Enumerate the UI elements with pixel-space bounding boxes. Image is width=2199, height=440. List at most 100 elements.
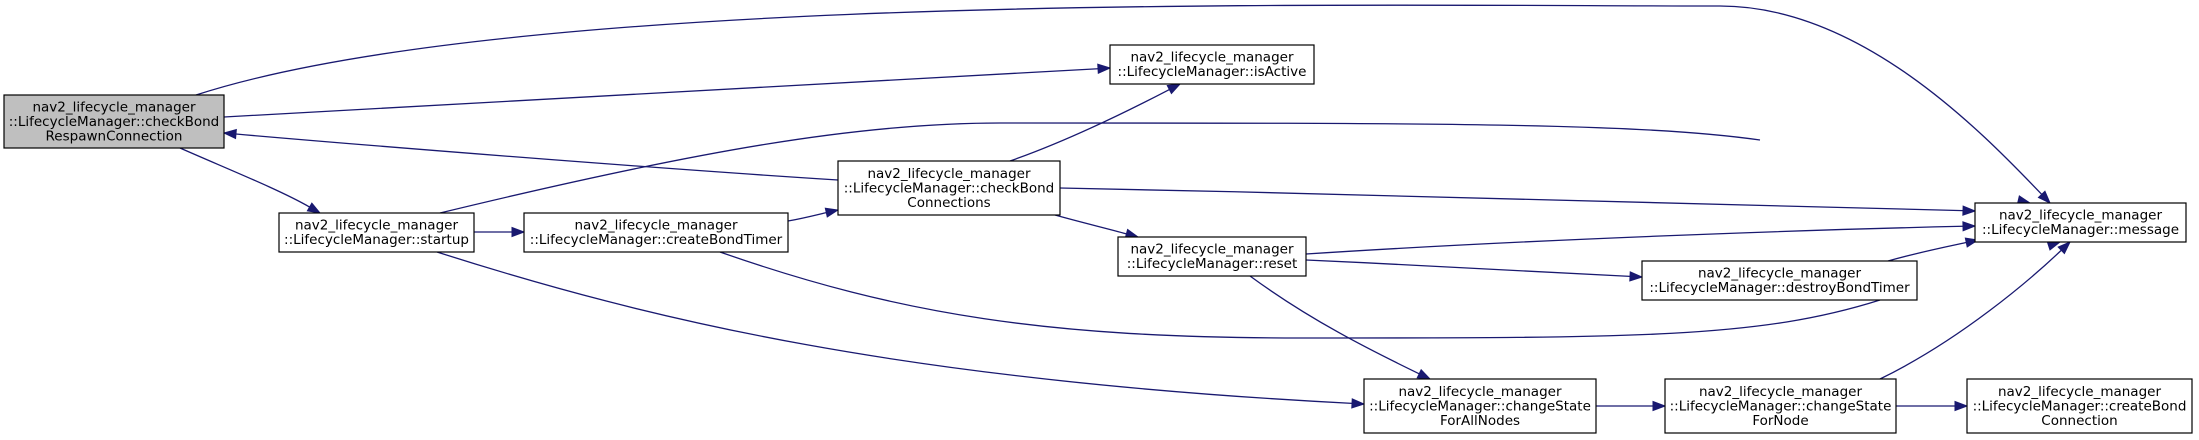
node-box — [278, 212, 475, 253]
edge-reset-to-changeStateForAllNodes — [1249, 275, 1432, 380]
edge-line — [1887, 241, 1967, 262]
node-checkBondRespawn[interactable]: nav2_lifecycle_manager::LifecycleManager… — [3, 94, 225, 149]
node-startup[interactable]: nav2_lifecycle_manager::LifecycleManager… — [278, 212, 475, 253]
node-label-line: nav2_lifecycle_manager — [1699, 384, 1862, 400]
node-destroyBondTimer[interactable]: nav2_lifecycle_manager::LifecycleManager… — [1641, 260, 1918, 301]
edge-arrowhead — [2037, 190, 2051, 205]
node-label-line: ::LifecycleManager::createBondTimer — [530, 232, 783, 248]
edge-changeStateForNode-to-message — [1879, 241, 2072, 380]
edge-createBondTimer-to-checkBondConnections — [787, 207, 840, 222]
node-message[interactable]: nav2_lifecycle_manager::LifecycleManager… — [1974, 202, 2187, 243]
edge-reset-to-message — [1305, 221, 1977, 255]
node-isActive[interactable]: nav2_lifecycle_manager::LifecycleManager… — [1109, 44, 1315, 85]
edge-arrowhead — [222, 128, 237, 140]
edge-line — [1879, 249, 2062, 380]
edge-changeStateForNode-to-createBondConnection — [1896, 400, 1969, 412]
node-reset[interactable]: nav2_lifecycle_manager::LifecycleManager… — [1117, 236, 1307, 277]
node-label-line: nav2_lifecycle_manager — [1698, 266, 1861, 282]
node-box — [1363, 378, 1597, 434]
node-box — [1117, 236, 1307, 277]
edge-checkBondConnections-to-reset — [1054, 214, 1140, 239]
node-checkBondConnections[interactable]: nav2_lifecycle_manager::LifecycleManager… — [837, 160, 1061, 216]
node-label-line: nav2_lifecycle_manager — [1999, 208, 2162, 224]
edge-line — [235, 133, 839, 181]
edge-arrowhead — [1166, 83, 1182, 95]
edge-startup-to-changeStateForAllNodes — [436, 251, 1366, 409]
edge-arrowhead — [1351, 398, 1366, 409]
node-createBondConnection[interactable]: nav2_lifecycle_manager::LifecycleManager… — [1966, 378, 2193, 434]
node-label-line: nav2_lifecycle_manager — [1130, 50, 1293, 66]
node-box — [1966, 378, 2193, 434]
edge-line — [1059, 187, 1964, 212]
node-box — [523, 212, 789, 253]
node-box — [1109, 44, 1315, 85]
edge-startup-to-message — [439, 122, 2032, 214]
edge-layer — [179, 4, 2072, 412]
edge-arrowhead — [2046, 240, 2062, 251]
edge-reset-to-destroyBondTimer — [1305, 259, 1644, 282]
node-label-line: Connection — [2041, 413, 2117, 429]
node-label-line: ::LifecycleManager::reset — [1127, 256, 1298, 272]
edge-checkBondRespawn-to-message — [195, 4, 2051, 205]
node-box — [837, 160, 1061, 216]
node-label-line: nav2_lifecycle_manager — [32, 99, 195, 115]
node-label-line: ::LifecycleManager::message — [1982, 222, 2179, 238]
node-layer: nav2_lifecycle_manager::LifecycleManager… — [3, 44, 2193, 434]
edge-line — [436, 251, 1353, 405]
edge-checkBondRespawn-to-isActive — [223, 63, 1112, 118]
edge-arrowhead — [1962, 221, 1977, 232]
node-box — [3, 94, 225, 149]
node-label-line: RespawnConnection — [46, 128, 183, 144]
node-changeStateForNode[interactable]: nav2_lifecycle_manager::LifecycleManager… — [1664, 378, 1897, 434]
node-box — [1641, 260, 1918, 301]
edge-line — [719, 251, 1881, 339]
node-label-line: ForNode — [1752, 413, 1808, 429]
edge-arrowhead — [1097, 63, 1112, 74]
edge-startup-to-createBondTimer — [473, 226, 526, 238]
node-box — [1664, 378, 1897, 434]
node-label-line: ::LifecycleManager::checkBond — [9, 114, 220, 130]
edge-line — [1054, 214, 1127, 235]
node-changeStateForAllNodes[interactable]: nav2_lifecycle_manager::LifecycleManager… — [1363, 378, 1597, 434]
edge-arrowhead — [306, 202, 322, 214]
edge-checkBondConnections-to-checkBondRespawn — [222, 128, 839, 181]
edge-arrowhead — [1629, 271, 1644, 282]
node-label-line: nav2_lifecycle_manager — [1398, 384, 1561, 400]
edge-checkBondConnections-to-message — [1059, 187, 1977, 216]
node-label-line: ForAllNodes — [1440, 413, 1520, 429]
node-label-line: nav2_lifecycle_manager — [1130, 242, 1293, 258]
node-box — [1974, 202, 2187, 243]
node-label-line: ::LifecycleManager::isActive — [1118, 64, 1307, 80]
edge-line — [195, 4, 2043, 195]
node-label-line: ::LifecycleManager::startup — [284, 232, 469, 248]
node-label-line: nav2_lifecycle_manager — [1998, 384, 2161, 400]
edge-line — [1009, 88, 1170, 162]
edge-arrowhead — [1954, 400, 1969, 412]
node-createBondTimer[interactable]: nav2_lifecycle_manager::LifecycleManager… — [523, 212, 789, 253]
edge-line — [1249, 275, 1420, 375]
edge-destroyBondTimer-to-message — [1887, 237, 1980, 262]
node-label-line: ::LifecycleManager::createBond — [1973, 398, 2187, 414]
edge-line — [223, 68, 1099, 118]
node-label-line: ::LifecycleManager::changeState — [1670, 398, 1892, 414]
node-label-line: nav2_lifecycle_manager — [574, 218, 737, 234]
edge-arrowhead — [1962, 205, 1977, 216]
edge-arrowhead — [1416, 368, 1432, 380]
edge-line — [1305, 259, 1631, 278]
node-label-line: Connections — [907, 195, 990, 211]
node-label-line: nav2_lifecycle_manager — [867, 166, 1030, 182]
edge-line — [439, 122, 1761, 214]
node-label-line: nav2_lifecycle_manager — [295, 218, 458, 234]
node-label-line: ::LifecycleManager::destroyBondTimer — [1649, 280, 1910, 296]
edge-line — [1305, 225, 1964, 255]
edge-arrowhead — [511, 226, 526, 238]
node-label-line: ::LifecycleManager::checkBond — [844, 180, 1055, 196]
edge-arrowhead — [824, 207, 840, 218]
edge-line — [787, 211, 827, 222]
edge-line — [179, 147, 310, 208]
edge-arrowhead — [2057, 241, 2072, 255]
edge-arrowhead — [1652, 400, 1667, 412]
edge-changeStateForAllNodes-to-changeStateForNode — [1596, 400, 1667, 412]
node-label-line: ::LifecycleManager::changeState — [1369, 398, 1591, 414]
